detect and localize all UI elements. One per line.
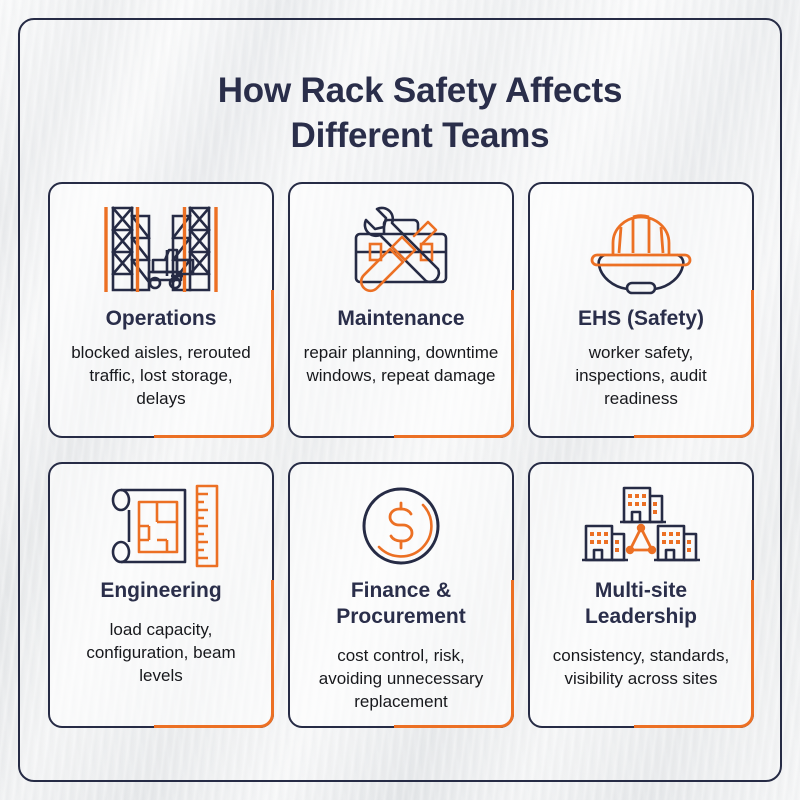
multi-building-network-icon: [580, 478, 702, 574]
page-title-line-1: How Rack Safety Affects: [217, 71, 623, 110]
card-description: cost control, risk, avoiding unnecessary…: [318, 646, 484, 711]
page-title: How Rack Safety Affects Different Teams: [80, 68, 760, 158]
page-title-line-2: Different Teams: [290, 116, 550, 155]
card-title: Operations: [105, 307, 217, 330]
team-card-operations[interactable]: Operations blocked aisles, rerouted traf…: [48, 182, 274, 438]
blueprint-ruler-icon: [99, 478, 223, 574]
card-description: repair planning, downtime windows, repea…: [303, 343, 499, 385]
card-title: Engineering: [100, 579, 222, 602]
hard-hat-icon: [583, 198, 699, 302]
card-title: Finance & Procurement: [336, 579, 466, 628]
team-card-finance-procurement[interactable]: Finance & Procurement cost control, risk…: [288, 462, 514, 728]
card-title: Maintenance: [337, 307, 465, 330]
team-card-maintenance[interactable]: Maintenance repair planning, downtime wi…: [288, 182, 514, 438]
team-card-engineering[interactable]: Engineering load capacity, configuration…: [48, 462, 274, 728]
card-description: worker safety, inspections, audit readin…: [575, 343, 707, 408]
card-title: Multi-site Leadership: [584, 579, 698, 628]
team-card-grid: Operations blocked aisles, rerouted traf…: [48, 182, 754, 728]
toolbox-wrench-screwdriver-icon: [342, 198, 460, 302]
card-description: load capacity, configuration, beam level…: [86, 620, 236, 685]
team-card-multi-site-leadership[interactable]: Multi-site Leadership consistency, stand…: [528, 462, 754, 728]
card-description: blocked aisles, rerouted traffic, lost s…: [71, 343, 251, 408]
card-title: EHS (Safety): [577, 307, 705, 330]
team-card-ehs-safety[interactable]: EHS (Safety) worker safety, inspections,…: [528, 182, 754, 438]
card-description: consistency, standards, visibility acros…: [552, 646, 730, 688]
warehouse-rack-forklift-icon: [91, 198, 231, 302]
dollar-coin-icon: [357, 478, 445, 574]
